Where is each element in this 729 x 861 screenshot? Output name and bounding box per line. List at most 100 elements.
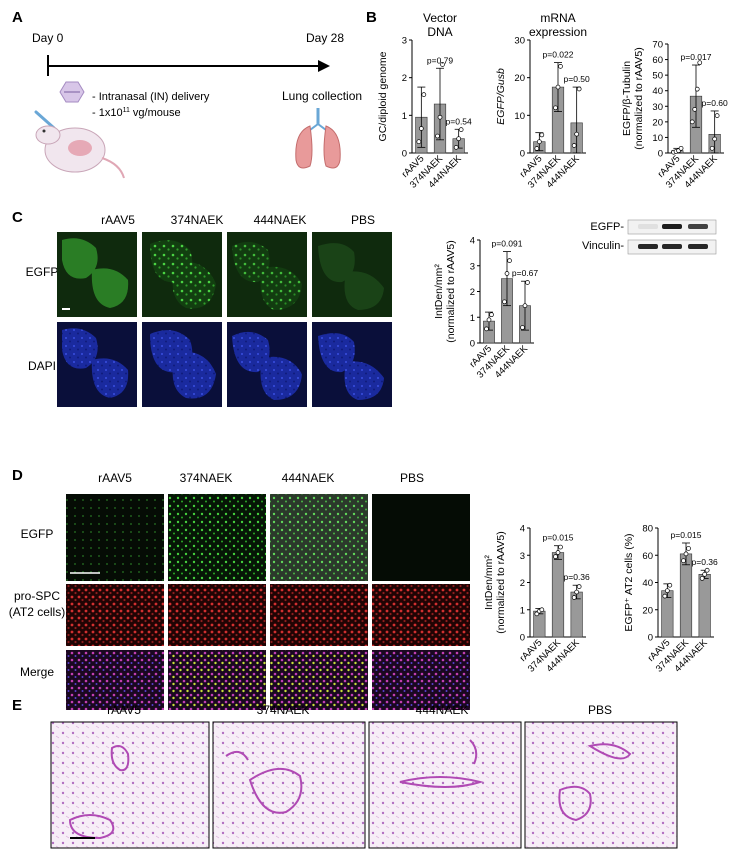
- timeline-arrowhead: [318, 60, 330, 72]
- y-tick-label: 30: [514, 36, 525, 47]
- d-row-label-merge: Merge: [20, 665, 54, 679]
- y-axis-label: GC/diploid genome: [377, 51, 389, 141]
- data-point: [704, 567, 710, 573]
- data-point: [664, 588, 670, 594]
- p-value-label: p=0.015: [543, 533, 574, 543]
- y-tick-label: 0: [648, 633, 653, 644]
- e-he-444NAEK: [368, 721, 522, 849]
- d-row-label-prospc: pro-SPC: [14, 589, 60, 603]
- data-point: [536, 139, 542, 145]
- p-value-label: p=0.091: [492, 239, 523, 249]
- y-axis-label: (normalized to rAAV5): [633, 47, 645, 150]
- y-tick-label: 1: [520, 605, 525, 616]
- blot-bands: [638, 224, 708, 249]
- panel-letter-b: B: [366, 9, 377, 26]
- panel-letter-d: D: [12, 467, 23, 484]
- d-merge-444NAEK: [270, 650, 368, 710]
- y-tick-label: 60: [642, 551, 653, 562]
- p-value-label: p=0.54: [446, 116, 473, 126]
- chart-title-line: DNA: [427, 25, 452, 39]
- y-axis-label: EGFP/β-Tubulin: [621, 61, 633, 136]
- bar: [698, 574, 711, 638]
- data-point: [435, 133, 440, 139]
- d-prospc-PBS: [372, 584, 470, 646]
- p-value-label: p=0.67: [512, 268, 539, 278]
- blot-band-egfp: [638, 224, 658, 229]
- y-tick-label: 1: [470, 313, 475, 324]
- y-tick-label: 20: [514, 73, 525, 84]
- c-col-label-1: rAAV5: [101, 213, 135, 227]
- y-tick-label: 10: [652, 133, 663, 144]
- y-tick-label: 0: [520, 149, 525, 160]
- y-tick-label: 3: [520, 551, 525, 562]
- chart-western-quantification: 010203040506070EGFP/β-Tubulin(normalized…: [621, 40, 728, 191]
- data-point: [678, 145, 684, 151]
- e-col-label-1: rAAV5: [107, 703, 141, 717]
- y-axis-label: IntDen/mm²: [483, 555, 495, 610]
- y-tick-label: 0: [658, 149, 663, 160]
- p-value-label: p=0.017: [681, 52, 712, 62]
- chart-title-line: expression: [529, 25, 587, 39]
- data-point: [539, 607, 545, 613]
- y-tick-label: 2: [402, 73, 407, 84]
- chart-title-line: Vector: [423, 11, 457, 25]
- data-point: [484, 326, 489, 332]
- data-point: [502, 299, 507, 305]
- p-value-label: p=0.60: [702, 98, 729, 108]
- d-col-label-3: 444NAEK: [282, 471, 335, 485]
- e-he-374NAEK: [212, 721, 366, 849]
- y-tick-label: 10: [514, 111, 525, 122]
- y-tick-label: 0: [520, 633, 525, 644]
- c-col-label-4: PBS: [351, 213, 375, 227]
- y-tick-label: 80: [642, 524, 653, 535]
- data-point: [553, 554, 558, 559]
- y-tick-label: 4: [470, 236, 475, 247]
- data-point: [421, 92, 427, 97]
- data-point: [555, 550, 561, 555]
- data-point: [667, 582, 673, 588]
- e-he-PBS: [524, 721, 678, 849]
- d-col-label-4: PBS: [400, 471, 424, 485]
- y-tick-label: 20: [642, 605, 653, 616]
- d-col-label-1: rAAV5: [98, 471, 132, 485]
- data-point: [576, 86, 582, 92]
- data-point: [418, 126, 424, 131]
- y-tick-label: 2: [520, 578, 525, 589]
- bar: [551, 552, 565, 638]
- e-col-label-4: PBS: [588, 703, 612, 717]
- data-point: [662, 593, 668, 599]
- y-tick-label: 2: [470, 287, 475, 298]
- western-blot: EGFP- Vinculin-: [582, 219, 717, 255]
- data-point: [553, 105, 558, 111]
- y-axis-label: IntDen/mm²: [433, 264, 445, 319]
- data-point: [558, 544, 563, 550]
- y-axis-label: (normalized to rAAV5): [495, 531, 507, 634]
- d-row-label-egfp: EGFP: [21, 527, 54, 541]
- data-point: [712, 136, 718, 142]
- data-point: [539, 132, 545, 138]
- d-col-label-2: 374NAEK: [180, 471, 233, 485]
- d-merge-rAAV5: [66, 650, 164, 710]
- data-point: [702, 571, 708, 577]
- data-point: [456, 136, 462, 142]
- pipette-icon: [34, 110, 56, 130]
- data-point: [440, 62, 445, 67]
- panel-c-images: rAAV5 374NAEK 444NAEK PBS EGFP DAPI: [26, 213, 392, 407]
- blot-label-egfp: EGFP-: [590, 221, 624, 233]
- y-tick-label: 3: [402, 36, 407, 47]
- d-merge-374NAEK: [168, 650, 266, 710]
- p-value-label: p=0.36: [564, 572, 591, 582]
- data-point: [576, 584, 582, 589]
- d-egfp-rAAV5: [66, 494, 164, 581]
- e-he-rAAV5: [50, 721, 210, 849]
- data-point: [453, 145, 459, 150]
- p-value-label: p=0.015: [671, 530, 702, 540]
- data-point: [697, 60, 703, 66]
- p-value-label: p=0.022: [543, 50, 574, 60]
- d-merge-PBS: [372, 650, 470, 710]
- panel-letter-a: A: [12, 9, 23, 26]
